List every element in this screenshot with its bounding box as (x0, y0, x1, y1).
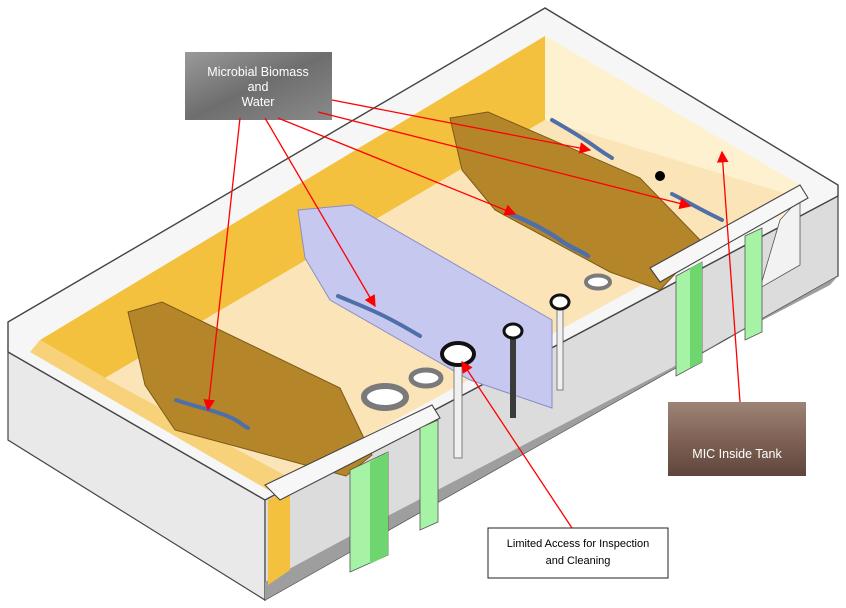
biomass-label-line2: and (248, 80, 269, 94)
port-ring-far (584, 273, 612, 291)
sensor-stem-large (453, 361, 463, 459)
access-label-line1: Limited Access for Inspection (507, 538, 649, 550)
pipe-green-3-shade (690, 262, 702, 368)
pipe-green-4 (744, 227, 763, 341)
drain-dot (655, 171, 665, 181)
pipe-green-1-shade (370, 452, 388, 564)
front-corner-yellow (268, 488, 290, 585)
arrow-biomass-left (203, 117, 241, 412)
arrow-biomass-center (264, 117, 376, 308)
arrow-mic (716, 150, 741, 403)
front-ledge (264, 404, 441, 501)
mic-label: MIC Inside Tank (692, 447, 782, 461)
biomass-deposits (174, 118, 724, 430)
biomass-streak-4 (550, 118, 614, 160)
biomass-label-line3: Water (242, 95, 275, 109)
arrow-biomass-mid (277, 117, 517, 216)
arrow-access (461, 360, 573, 529)
interior-side-wall (40, 36, 545, 378)
access-label-line2: and Cleaning (546, 555, 611, 567)
sensor-head-far (549, 293, 571, 311)
biomass-streak-2 (336, 294, 422, 338)
sensor-head-mid (502, 322, 524, 340)
biomass-label-line1: Microbial Biomass (207, 65, 308, 79)
sensor-head-large (440, 341, 476, 367)
baffles (127, 111, 701, 477)
sensor-stem-mid (510, 336, 516, 418)
callout-arrows (203, 99, 741, 529)
sensor-stem-far (556, 305, 564, 391)
access-label-box (487, 527, 669, 579)
pipe-green-2 (419, 419, 439, 531)
biomass-streak-1 (174, 398, 250, 430)
callout-biomass: Microbial Biomass and Water (185, 52, 332, 120)
callout-access: Limited Access for Inspection and Cleani… (487, 527, 669, 579)
right-ledge (649, 184, 809, 283)
arrow-biomass-right (317, 111, 692, 210)
interior-end-wall (30, 340, 290, 490)
arrow-biomass-far (331, 99, 592, 154)
biomass-photo (185, 52, 332, 120)
callout-mic: MIC Inside Tank (668, 402, 806, 476)
port-ring-mid (408, 367, 444, 389)
support-pipes (349, 227, 763, 573)
biomass-streak-3 (507, 211, 591, 259)
inspection-ports (361, 171, 665, 459)
port-ring-large (361, 383, 409, 411)
mic-photo (668, 402, 806, 476)
rim-ledges (264, 184, 809, 501)
interior-far-wall-face (545, 36, 800, 220)
